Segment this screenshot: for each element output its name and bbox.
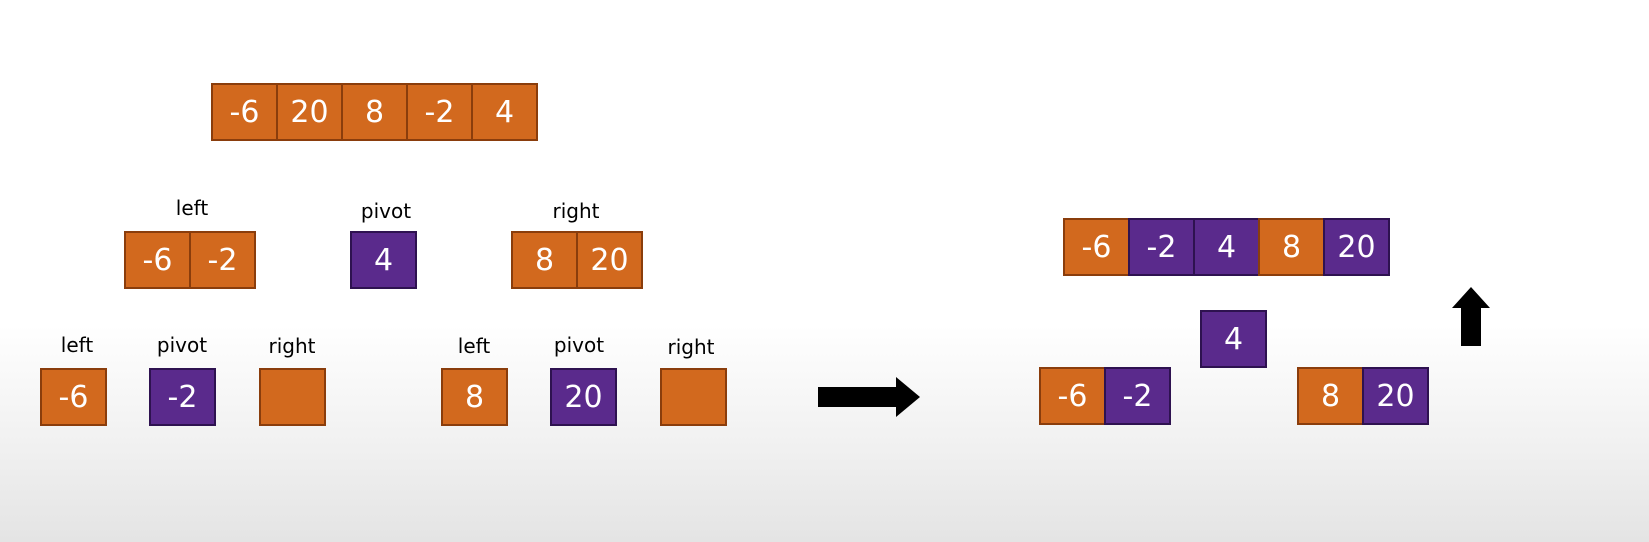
level2b-pivot: 20 xyxy=(550,368,617,426)
level2b-left-array: 8 xyxy=(441,368,508,426)
input-array-cell-3: -2 xyxy=(406,83,473,141)
level1-left-label: left xyxy=(175,196,209,220)
level2a-pivot-cell-0: -2 xyxy=(149,368,216,426)
level2b-pivot-label: pivot xyxy=(553,333,605,357)
merged-right-array-cell-0: 8 xyxy=(1297,367,1364,425)
level2b-left-array-cell-0: 8 xyxy=(441,368,508,426)
sorted-array-cell-3: 8 xyxy=(1258,218,1325,276)
merged-left-array: -6-2 xyxy=(1039,367,1171,425)
input-array-cell-4: 4 xyxy=(471,83,538,141)
sorted-array-cell-4: 20 xyxy=(1323,218,1390,276)
level2a-left-array: -6 xyxy=(40,368,107,426)
result-pivot: 4 xyxy=(1200,310,1267,368)
level2b-right-array-cell-0 xyxy=(660,368,727,426)
level1-right-array-cell-0: 8 xyxy=(511,231,578,289)
level1-left-array: -6-2 xyxy=(124,231,256,289)
level2a-right-label: right xyxy=(268,334,316,358)
sorted-array-cell-2: 4 xyxy=(1193,218,1260,276)
input-array-cell-2: 8 xyxy=(341,83,408,141)
sorted-array-cell-1: -2 xyxy=(1128,218,1195,276)
level1-pivot-label: pivot xyxy=(360,199,412,223)
level2a-right-array xyxy=(259,368,326,426)
level1-right-array-cell-1: 20 xyxy=(576,231,643,289)
result-pivot-cell-0: 4 xyxy=(1200,310,1267,368)
level2b-right-label: right xyxy=(667,335,715,359)
level2a-pivot-label: pivot xyxy=(156,333,208,357)
level2b-right-array xyxy=(660,368,727,426)
level2a-left-array-cell-0: -6 xyxy=(40,368,107,426)
merged-left-array-cell-0: -6 xyxy=(1039,367,1106,425)
sorted-array-cell-0: -6 xyxy=(1063,218,1130,276)
level1-pivot-cell-0: 4 xyxy=(350,231,417,289)
input-array-cell-1: 20 xyxy=(276,83,343,141)
level2b-pivot-cell-0: 20 xyxy=(550,368,617,426)
input-array-cell-0: -6 xyxy=(211,83,278,141)
level1-left-array-cell-0: -6 xyxy=(124,231,191,289)
level2b-left-label: left xyxy=(457,334,491,358)
merged-right-array-cell-1: 20 xyxy=(1362,367,1429,425)
right-arrow-icon xyxy=(818,377,920,417)
up-arrow-icon xyxy=(1452,287,1490,346)
level2a-pivot: -2 xyxy=(149,368,216,426)
level1-pivot: 4 xyxy=(350,231,417,289)
merged-left-array-cell-1: -2 xyxy=(1104,367,1171,425)
level1-left-array-cell-1: -2 xyxy=(189,231,256,289)
level2a-left-label: left xyxy=(60,333,94,357)
level1-right-label: right xyxy=(552,199,600,223)
level2a-right-array-cell-0 xyxy=(259,368,326,426)
